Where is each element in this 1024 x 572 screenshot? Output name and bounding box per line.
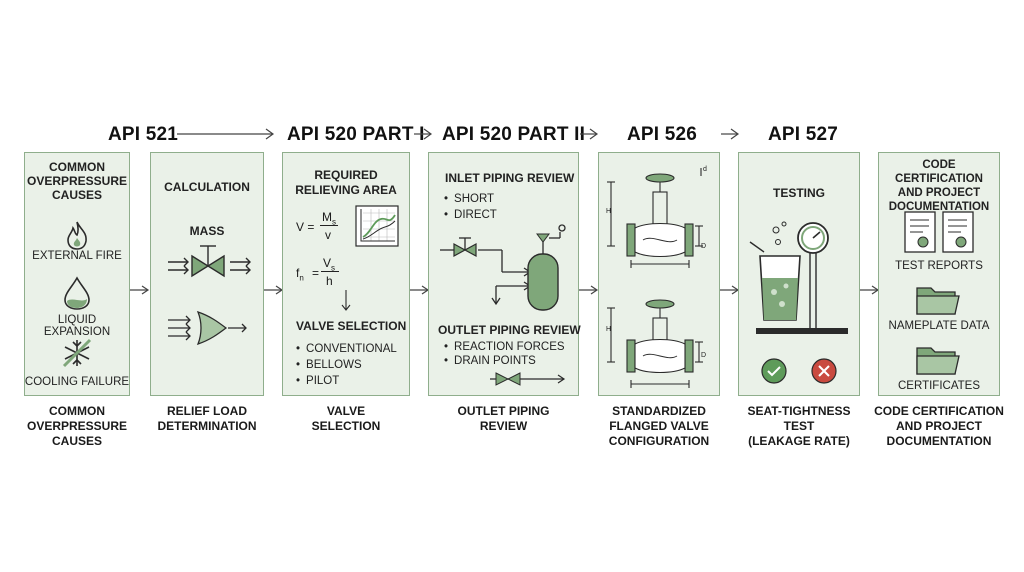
doc-nameplate-data: NAMEPLATE DATA xyxy=(888,320,990,332)
droplet-icon xyxy=(64,276,90,310)
outlet-drain-points: DRAIN POINTS xyxy=(444,355,536,367)
panel2-title: CALCULATION xyxy=(164,180,250,194)
piping-vessel-diagram xyxy=(440,224,566,311)
cause-cooling-failure: COOLING FAILURE xyxy=(24,376,130,388)
inlet-piping-title: INLET PIPING REVIEW xyxy=(445,171,575,185)
panel-calculation xyxy=(150,152,264,396)
valve-type-bellows: BELLOWS xyxy=(296,359,362,371)
fail-x-icon xyxy=(811,358,837,384)
folder-icon xyxy=(916,347,960,375)
doc-test-reports: TEST REPORTS xyxy=(895,260,983,272)
header-api527: API 527 xyxy=(768,124,839,145)
caption-flanged-valve: STANDARDIZED FLANGED VALVE CONFIGURATION xyxy=(608,404,710,448)
caption-relief-load: RELIEF LOAD DETERMINATION xyxy=(157,404,257,433)
flanged-valve-drawing-top xyxy=(607,168,703,268)
panel6-title: TESTING xyxy=(772,186,825,200)
fire-icon xyxy=(67,221,87,250)
inlet-short: SHORT xyxy=(444,193,494,205)
outlet-piping-title: OUTLET PIPING REVIEW xyxy=(438,323,581,337)
panel3-title: REQUIRED RELIEVING AREA xyxy=(295,168,397,197)
cause-liquid-expansion: LIQUID EXPANSION xyxy=(43,314,111,338)
cooling-failure-icon xyxy=(62,338,92,368)
doc-certificates: CERTIFICATES xyxy=(898,380,980,392)
pass-check-icon xyxy=(761,358,787,384)
outlet-pipe-valve-icon xyxy=(490,372,566,386)
cause-external-fire: EXTERNAL FIRE xyxy=(32,250,122,262)
dim-d-small-top: d xyxy=(703,166,707,173)
certificate-icon xyxy=(904,211,974,253)
panel1-title: COMMON OVERPRESSURE CAUSES xyxy=(26,160,128,202)
flanged-valve-drawing-bottom xyxy=(607,299,703,388)
mass-label: MASS xyxy=(189,224,225,238)
outlet-reaction-forces: REACTION FORCES xyxy=(444,341,565,353)
down-arrow-icon xyxy=(341,290,351,311)
header-api526: API 526 xyxy=(627,124,698,145)
caption-seat-tightness: SEAT-TIGHTNESS TEST (LEAKAGE RATE) xyxy=(747,404,851,448)
header-api520-part1: API 520 PART I xyxy=(287,124,425,145)
folder-icon xyxy=(916,287,960,315)
nozzle-flow-icon xyxy=(168,310,247,346)
caption-documentation: CODE CERTIFICATION AND PROJECT DOCUMENTA… xyxy=(874,404,1004,448)
relief-valve-icon xyxy=(168,245,251,278)
valve-selection-title: VALVE SELECTION xyxy=(296,319,407,333)
caption-valve-selection: VALVE SELECTION xyxy=(311,404,381,433)
header-api520-part2: API 520 PART II xyxy=(442,124,586,145)
valve-type-conventional: CONVENTIONAL xyxy=(296,343,397,355)
dim-h-top: H xyxy=(606,208,612,215)
header-api521: API 521 xyxy=(108,124,179,145)
dim-d-bottom: D xyxy=(701,352,707,359)
panel-testing xyxy=(738,152,860,396)
inlet-direct: DIRECT xyxy=(444,209,497,221)
valve-type-pilot: PILOT xyxy=(296,375,339,387)
test-rig-icon xyxy=(749,221,848,334)
panel7-title: CODE CERTIFICATION AND PROJECT DOCUMENTA… xyxy=(888,159,990,213)
caption-outlet-piping: OUTLET PIPING REVIEW xyxy=(457,404,550,433)
panel-relieving-area xyxy=(282,152,410,396)
dim-d-top: D xyxy=(701,243,707,250)
dim-h-bottom: H xyxy=(606,326,612,333)
caption-overpressure-causes: COMMON OVERPRESSURE CAUSES xyxy=(26,404,128,448)
area-graph-icon xyxy=(355,205,399,247)
